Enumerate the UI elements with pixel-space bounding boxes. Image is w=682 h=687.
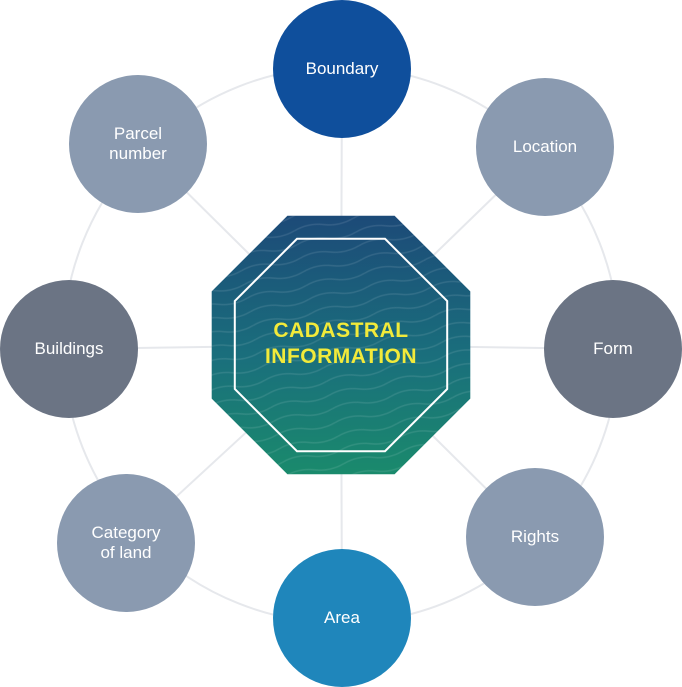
node-buildings[interactable]: Buildings xyxy=(0,280,138,418)
center-label: CADASTRAL INFORMATION xyxy=(264,318,418,368)
node-category-of-land[interactable]: Category of land xyxy=(57,474,195,612)
node-location[interactable]: Location xyxy=(476,78,614,216)
node-rights[interactable]: Rights xyxy=(466,468,604,606)
center-octagon-texture xyxy=(211,215,471,475)
node-boundary[interactable]: Boundary xyxy=(273,0,411,138)
center-octagon-inner-outline xyxy=(233,237,449,453)
node-form[interactable]: Form xyxy=(544,280,682,418)
node-parcel-number[interactable]: Parcel number xyxy=(69,75,207,213)
node-area[interactable]: Area xyxy=(273,549,411,687)
